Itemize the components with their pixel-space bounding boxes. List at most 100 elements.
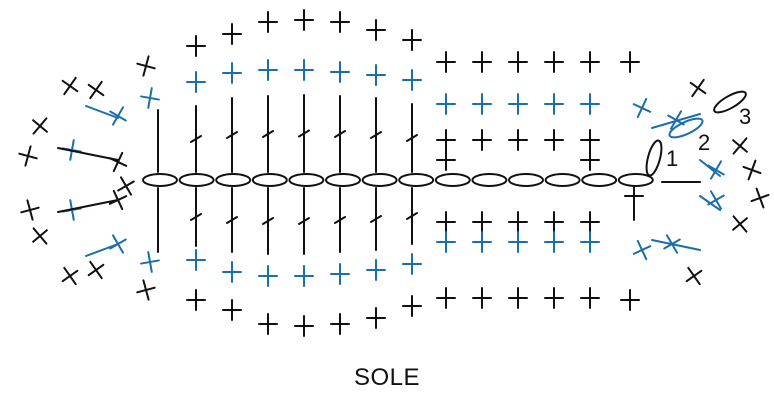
tall-stitch-bar bbox=[190, 135, 202, 143]
chain-stitch bbox=[617, 173, 654, 187]
heel-spoke bbox=[57, 147, 119, 161]
single-crochet-stitch bbox=[32, 117, 48, 135]
chain-stitch bbox=[178, 173, 215, 187]
single-crochet-stitch bbox=[366, 19, 386, 41]
single-crochet-stitch bbox=[330, 263, 350, 285]
single-crochet-stitch bbox=[402, 29, 422, 51]
single-crochet-stitch bbox=[117, 176, 135, 196]
single-crochet-stitch bbox=[580, 129, 600, 151]
single-crochet-stitch bbox=[18, 145, 38, 167]
single-crochet-stitch bbox=[330, 11, 350, 33]
chain-stitch bbox=[544, 173, 581, 187]
single-crochet-stitch bbox=[742, 159, 762, 181]
tall-stitch-bar bbox=[406, 212, 418, 220]
single-crochet-stitch bbox=[580, 51, 600, 73]
single-crochet-stitch bbox=[136, 55, 156, 77]
single-crochet-stitch bbox=[580, 231, 600, 253]
single-crochet-stitch bbox=[294, 9, 314, 31]
round-label-1: 1 bbox=[666, 146, 678, 171]
single-crochet-stitch bbox=[544, 231, 564, 253]
tall-stitch-bar bbox=[370, 215, 382, 223]
single-crochet-stitch bbox=[707, 160, 725, 180]
single-crochet-stitch bbox=[436, 51, 456, 73]
single-crochet-stitch bbox=[140, 87, 160, 109]
single-crochet-stitch bbox=[580, 149, 600, 171]
single-crochet-stitch bbox=[620, 51, 640, 73]
toe-spoke bbox=[651, 239, 701, 251]
single-crochet-stitch bbox=[330, 313, 350, 335]
single-crochet-stitch bbox=[580, 211, 600, 233]
single-crochet-stitch bbox=[472, 93, 492, 115]
single-crochet-stitch bbox=[258, 11, 278, 33]
single-crochet-stitch bbox=[508, 287, 528, 309]
stitch-rows bbox=[18, 9, 770, 337]
single-crochet-stitch bbox=[544, 287, 564, 309]
foundation-chain bbox=[142, 139, 663, 187]
single-crochet-stitch bbox=[436, 93, 456, 115]
single-crochet-stitch bbox=[472, 129, 492, 151]
tall-stitch-bar bbox=[262, 217, 274, 225]
single-crochet-stitch bbox=[366, 307, 386, 329]
single-crochet-stitch bbox=[732, 215, 748, 233]
chain-stitch bbox=[398, 173, 435, 187]
single-crochet-stitch bbox=[366, 64, 386, 86]
single-crochet-stitch bbox=[222, 299, 242, 321]
tall-stitch-bar bbox=[334, 216, 346, 224]
round-label-2: 2 bbox=[698, 130, 710, 155]
chain-stitch bbox=[645, 139, 663, 177]
chain-stitch bbox=[471, 173, 508, 187]
single-crochet-stitch bbox=[544, 93, 564, 115]
single-crochet-stitch bbox=[294, 315, 314, 337]
single-crochet-stitch bbox=[109, 106, 127, 126]
single-crochet-stitch bbox=[436, 211, 456, 233]
tall-stitch-bar bbox=[406, 134, 418, 142]
chain-stitch bbox=[361, 173, 398, 187]
single-crochet-stitch bbox=[186, 249, 206, 271]
single-crochet-stitch bbox=[294, 59, 314, 81]
single-crochet-stitch bbox=[508, 93, 528, 115]
tall-stitch-bar bbox=[226, 216, 238, 224]
chain-stitch bbox=[215, 173, 252, 187]
single-crochet-stitch bbox=[436, 129, 456, 151]
single-crochet-stitch bbox=[436, 149, 456, 171]
heel-spoke bbox=[85, 105, 119, 119]
single-crochet-stitch bbox=[508, 231, 528, 253]
single-crochet-stitch bbox=[222, 23, 242, 45]
heel-spoke bbox=[57, 199, 119, 213]
tall-stitch-bar bbox=[262, 130, 274, 138]
chain-stitch bbox=[251, 173, 288, 187]
single-crochet-stitch bbox=[258, 313, 278, 335]
single-crochet-stitch bbox=[294, 265, 314, 287]
single-crochet-stitch bbox=[222, 62, 242, 84]
single-crochet-stitch bbox=[508, 51, 528, 73]
single-crochet-stitch bbox=[508, 211, 528, 233]
single-crochet-stitch bbox=[136, 279, 156, 301]
single-crochet-stitch bbox=[366, 259, 386, 281]
tall-stitch-bar bbox=[298, 129, 310, 138]
tall-stitch-bar bbox=[370, 131, 382, 139]
chain-stitch bbox=[288, 173, 325, 187]
single-crochet-stitch bbox=[632, 97, 652, 119]
toe-spoke bbox=[699, 159, 721, 177]
single-crochet-stitch bbox=[402, 295, 422, 317]
round-markers: 1 2 3 bbox=[666, 104, 751, 171]
single-crochet-stitch bbox=[472, 231, 492, 253]
toe-spoke bbox=[651, 113, 701, 129]
single-crochet-stitch bbox=[61, 76, 79, 96]
round-label-3: 3 bbox=[739, 104, 751, 129]
single-crochet-stitch bbox=[620, 289, 640, 311]
single-crochet-stitch bbox=[222, 261, 242, 283]
single-crochet-stitch bbox=[186, 289, 206, 311]
single-crochet-stitch bbox=[186, 35, 206, 57]
diagram-caption: SOLE bbox=[353, 364, 421, 391]
single-crochet-stitch bbox=[544, 129, 564, 151]
single-crochet-stitch bbox=[750, 187, 770, 209]
single-crochet-stitch bbox=[436, 231, 456, 253]
chain-stitch bbox=[434, 173, 471, 187]
single-crochet-stitch bbox=[32, 227, 48, 245]
single-crochet-stitch bbox=[732, 137, 748, 155]
single-crochet-stitch bbox=[87, 80, 105, 100]
single-crochet-stitch bbox=[140, 251, 160, 273]
single-crochet-stitch bbox=[472, 51, 492, 73]
